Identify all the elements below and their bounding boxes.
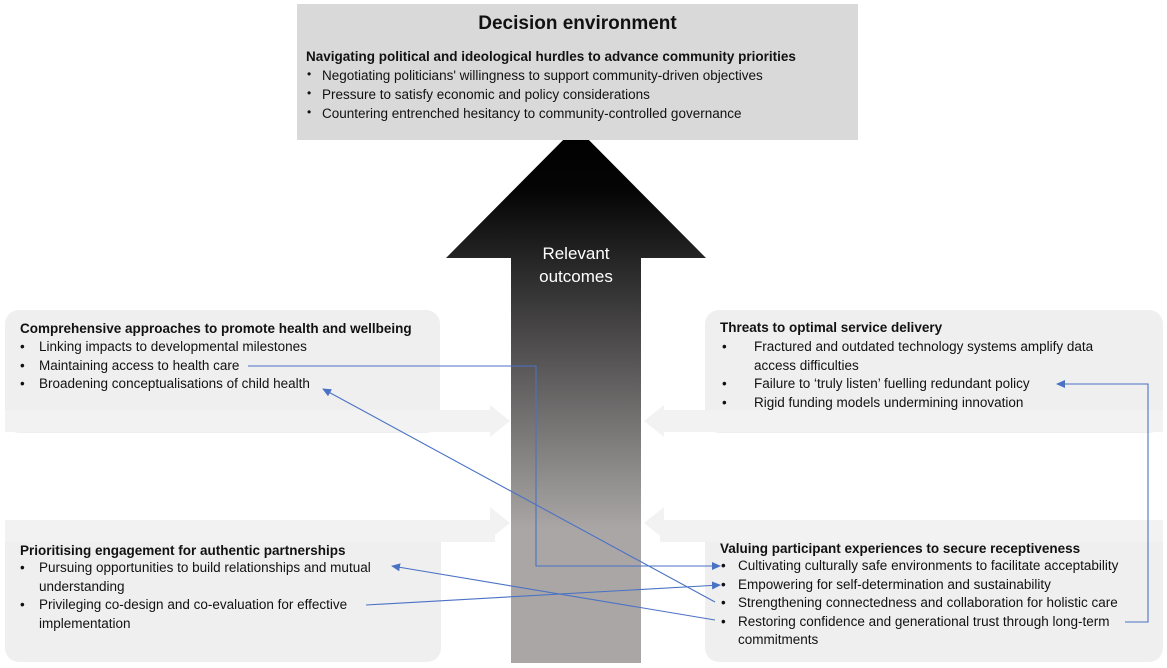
panel-bottom-right — [705, 520, 1163, 662]
list-item: Countering entrenched hesitancy to commu… — [306, 103, 763, 123]
side-arrow-top-left — [490, 405, 510, 437]
top-left-heading: Comprehensive approaches to promote heal… — [20, 321, 412, 336]
connector-access-to-cultivating — [248, 365, 721, 570]
list-item: •Pursuing opportunities to build relatio… — [20, 560, 371, 594]
bar-bottom-left — [5, 520, 495, 542]
side-arrow-bottom-left — [490, 507, 510, 539]
bar-bottom-right — [660, 520, 1163, 542]
side-arrow-bottom-right — [644, 507, 664, 539]
bottom-left-heading: Prioritising engagement for authentic pa… — [20, 543, 346, 558]
list-item: •Fractured and outdated technology syste… — [722, 339, 1094, 373]
list-item: •Privileging co-design and co-evaluation… — [20, 597, 348, 631]
relevant-outcomes-arrow — [446, 127, 706, 663]
bottom-right-list: •Cultivating culturally safe environment… — [720, 557, 1160, 650]
connector-restoring-to-pursuing — [391, 563, 716, 621]
list-item: •Cultivating culturally safe environment… — [721, 558, 1119, 573]
decision-environment-title: Decision environment — [478, 13, 677, 34]
arrow-label-line2: outcomes — [539, 267, 613, 286]
list-item: •Empowering for self-determination and s… — [721, 576, 1051, 592]
list-item: •Broadening conceptualisations of child … — [20, 376, 310, 391]
list-item: •Maintaining access to health care — [20, 357, 240, 373]
arrow-label-line1: Relevant — [542, 244, 610, 263]
bottom-left-list: •Pursuing opportunities to build relatio… — [20, 559, 440, 633]
decision-environment-box: Decision environment Navigating politica… — [297, 4, 858, 140]
panel-bottom-left — [5, 520, 441, 662]
top-left-list: •Linking impacts to developmental milest… — [20, 338, 440, 394]
list-item: Negotiating politicians' willingness to … — [306, 65, 763, 85]
top-right-list: •Fractured and outdated technology syste… — [720, 338, 1140, 412]
list-item: •Rigid funding models undermining innova… — [722, 394, 1024, 410]
connector-restoring-to-failure — [1056, 380, 1149, 623]
bar-top-right — [660, 410, 1163, 432]
arrow-label: Relevant outcomes — [511, 242, 641, 288]
list-item: •Linking impacts to developmental milest… — [20, 339, 307, 354]
bottom-right-heading: Valuing participant experiences to secur… — [720, 541, 1081, 556]
decision-environment-subtitle: Navigating political and ideological hur… — [306, 49, 796, 64]
connector-strengthening-to-broadening — [322, 388, 716, 603]
connector-privileging-to-empowering — [365, 581, 721, 606]
decision-environment-list: Negotiating politicians' willingness to … — [306, 65, 763, 123]
list-item: Pressure to satisfy economic and policy … — [306, 84, 763, 104]
list-item: •Restoring confidence and generational t… — [721, 613, 1110, 648]
list-item: •Failure to ‘truly listen’ fuelling redu… — [722, 376, 1030, 391]
top-right-heading: Threats to optimal service delivery — [720, 320, 943, 335]
side-arrow-top-right — [644, 405, 664, 437]
list-item: •Strengthening connectedness and collabo… — [721, 595, 1118, 610]
